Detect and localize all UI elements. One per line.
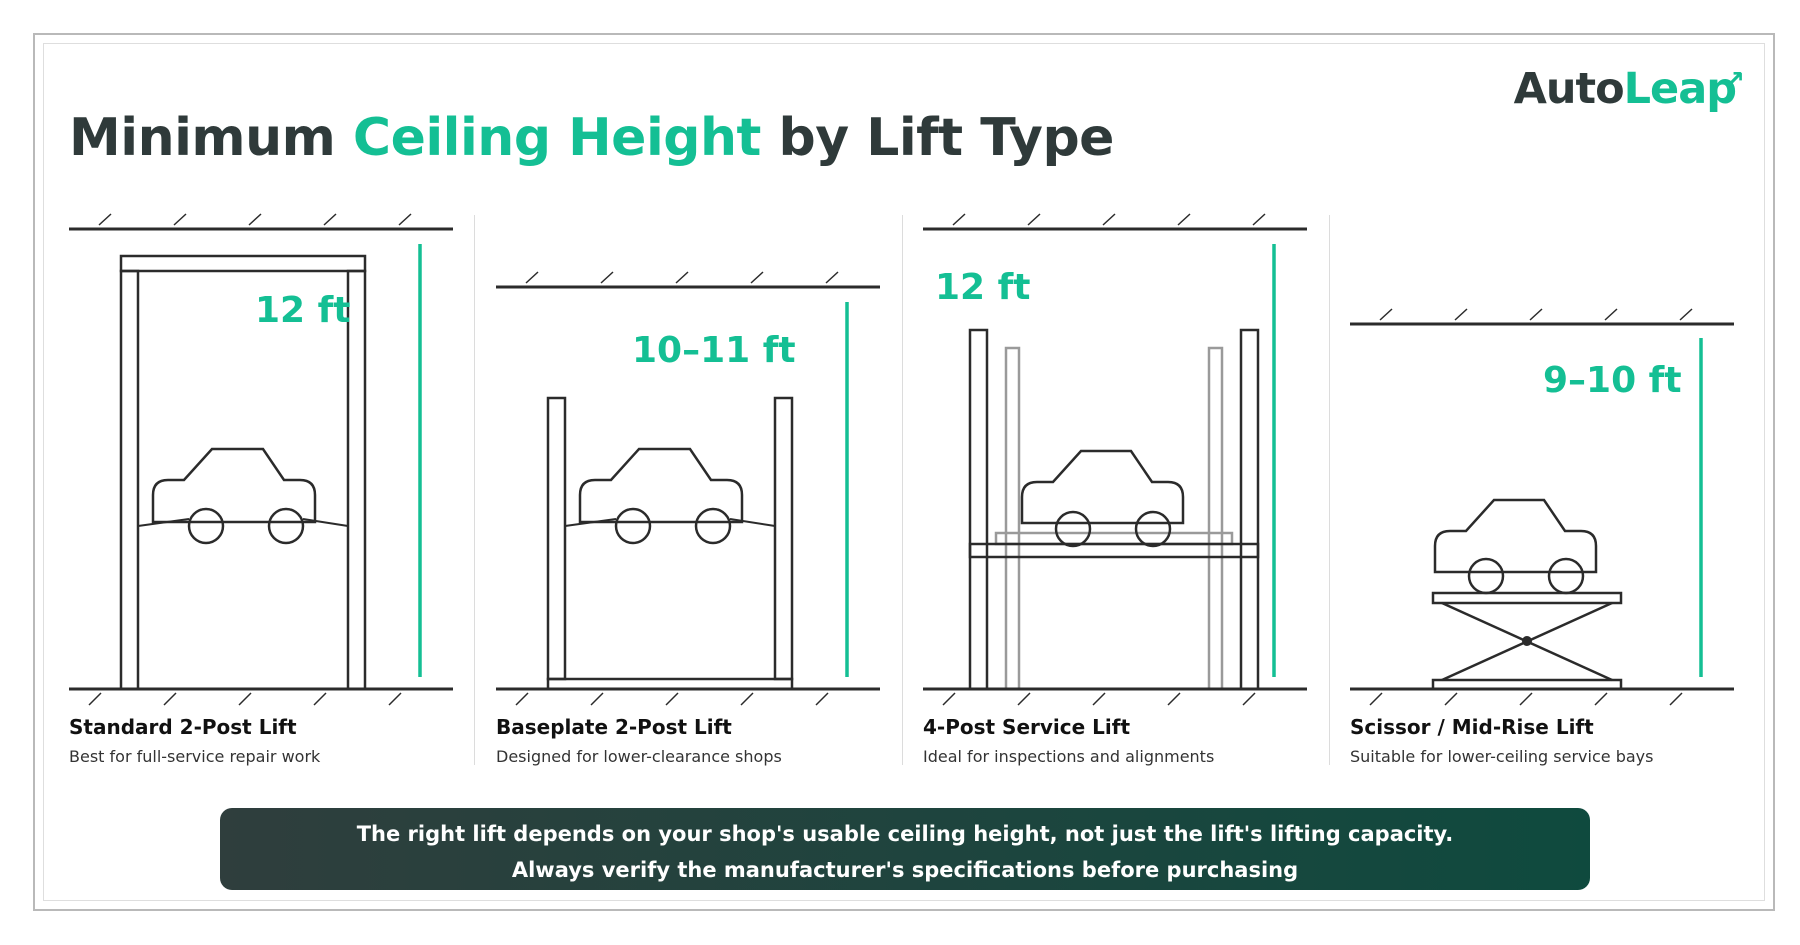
lift-name: Standard 2-Post Lift [69,715,297,739]
lift-panel-standard-2-post: 12 ft Standard 2-Post Lift Best for full… [69,210,459,770]
lift-name: 4-Post Service Lift [923,715,1131,739]
info-banner: The right lift depends on your shop's us… [220,808,1590,890]
logo-leap: Leap [1623,64,1737,114]
autoleap-logo: AutoLeap ↗ [1513,64,1745,114]
panel-divider [902,215,903,765]
lift-panel-baseplate-2-post: 10–11 ft Baseplate 2-Post Lift Designed … [496,210,886,770]
lift-panel-4-post-service: 12 ft 4-Post Service Lift Ideal for insp… [923,210,1313,770]
ceiling-height-label: 9–10 ft [1543,360,1682,401]
4-post-service-illustration [923,213,1307,706]
standard-2-post-illustration [69,213,453,706]
lift-description: Best for full-service repair work [69,747,321,766]
title-accent: Ceiling Height [352,108,761,168]
page-title: Minimum Ceiling Height by Lift Type [69,108,1114,168]
lift-description: Designed for lower-clearance shops [496,747,782,766]
banner-line-1: The right lift depends on your shop's us… [356,822,1454,846]
ceiling-height-label: 12 ft [255,290,351,331]
scissor-mid-rise-illustration [1350,308,1734,706]
title-part1: Minimum [69,108,353,168]
title-part2: by Lift Type [760,108,1114,168]
outer-frame [33,33,1775,911]
ceiling-height-label: 12 ft [935,267,1031,308]
logo-auto: Auto [1513,64,1625,114]
lift-description: Ideal for inspections and alignments [923,747,1215,766]
lift-name: Scissor / Mid-Rise Lift [1350,715,1594,739]
panel-divider [474,215,475,765]
logo-arrow-icon: ↗ [1723,66,1745,96]
panel-divider [1329,215,1330,765]
lift-name: Baseplate 2-Post Lift [496,715,732,739]
ceiling-height-label: 10–11 ft [632,330,796,371]
inner-frame [43,43,1765,901]
lift-description: Suitable for lower-ceiling service bays [1350,747,1654,766]
lift-panel-scissor-mid-rise: 9–10 ft Scissor / Mid-Rise Lift Suitable… [1350,210,1740,770]
banner-line-2: Always verify the manufacturer's specifi… [511,858,1299,882]
baseplate-2-post-illustration [496,271,880,706]
